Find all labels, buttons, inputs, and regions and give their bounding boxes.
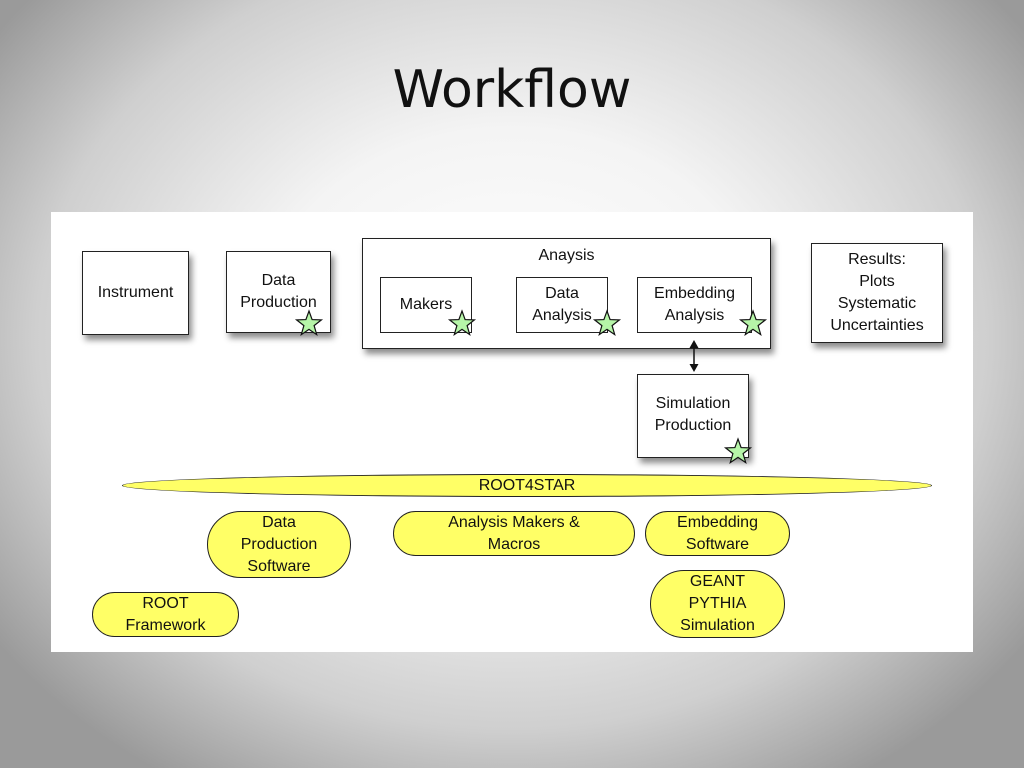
star-icon (723, 437, 753, 465)
slide-title: Workflow (392, 60, 632, 120)
star-icon (592, 309, 622, 337)
star-icon (294, 309, 324, 337)
star-icon (738, 309, 768, 337)
workflow-diagram: Instrument Data Production Anaysis Maker… (51, 212, 973, 652)
analysis-group-label: Anaysis (538, 247, 595, 264)
double-arrow-icon (689, 340, 699, 372)
star-icon (447, 309, 477, 337)
root-framework: ROOT Framework (92, 592, 239, 637)
embedding-analysis-box: Embedding Analysis (637, 277, 752, 333)
data-analysis-box: Data Analysis (516, 277, 608, 333)
instrument-box: Instrument (82, 251, 189, 335)
results-box: Results: Plots Systematic Uncertainties (811, 243, 943, 343)
data-production-box: Data Production (226, 251, 331, 333)
embedding-software: Embedding Software (645, 511, 790, 556)
simulation-production-box: Simulation Production (637, 374, 749, 458)
geant-pythia-simulation: GEANT PYTHIA Simulation (650, 570, 785, 638)
root4star-bar: ROOT4STAR (122, 474, 932, 497)
analysis-makers-macros: Analysis Makers & Macros (393, 511, 635, 556)
data-production-software: Data Production Software (207, 511, 351, 578)
